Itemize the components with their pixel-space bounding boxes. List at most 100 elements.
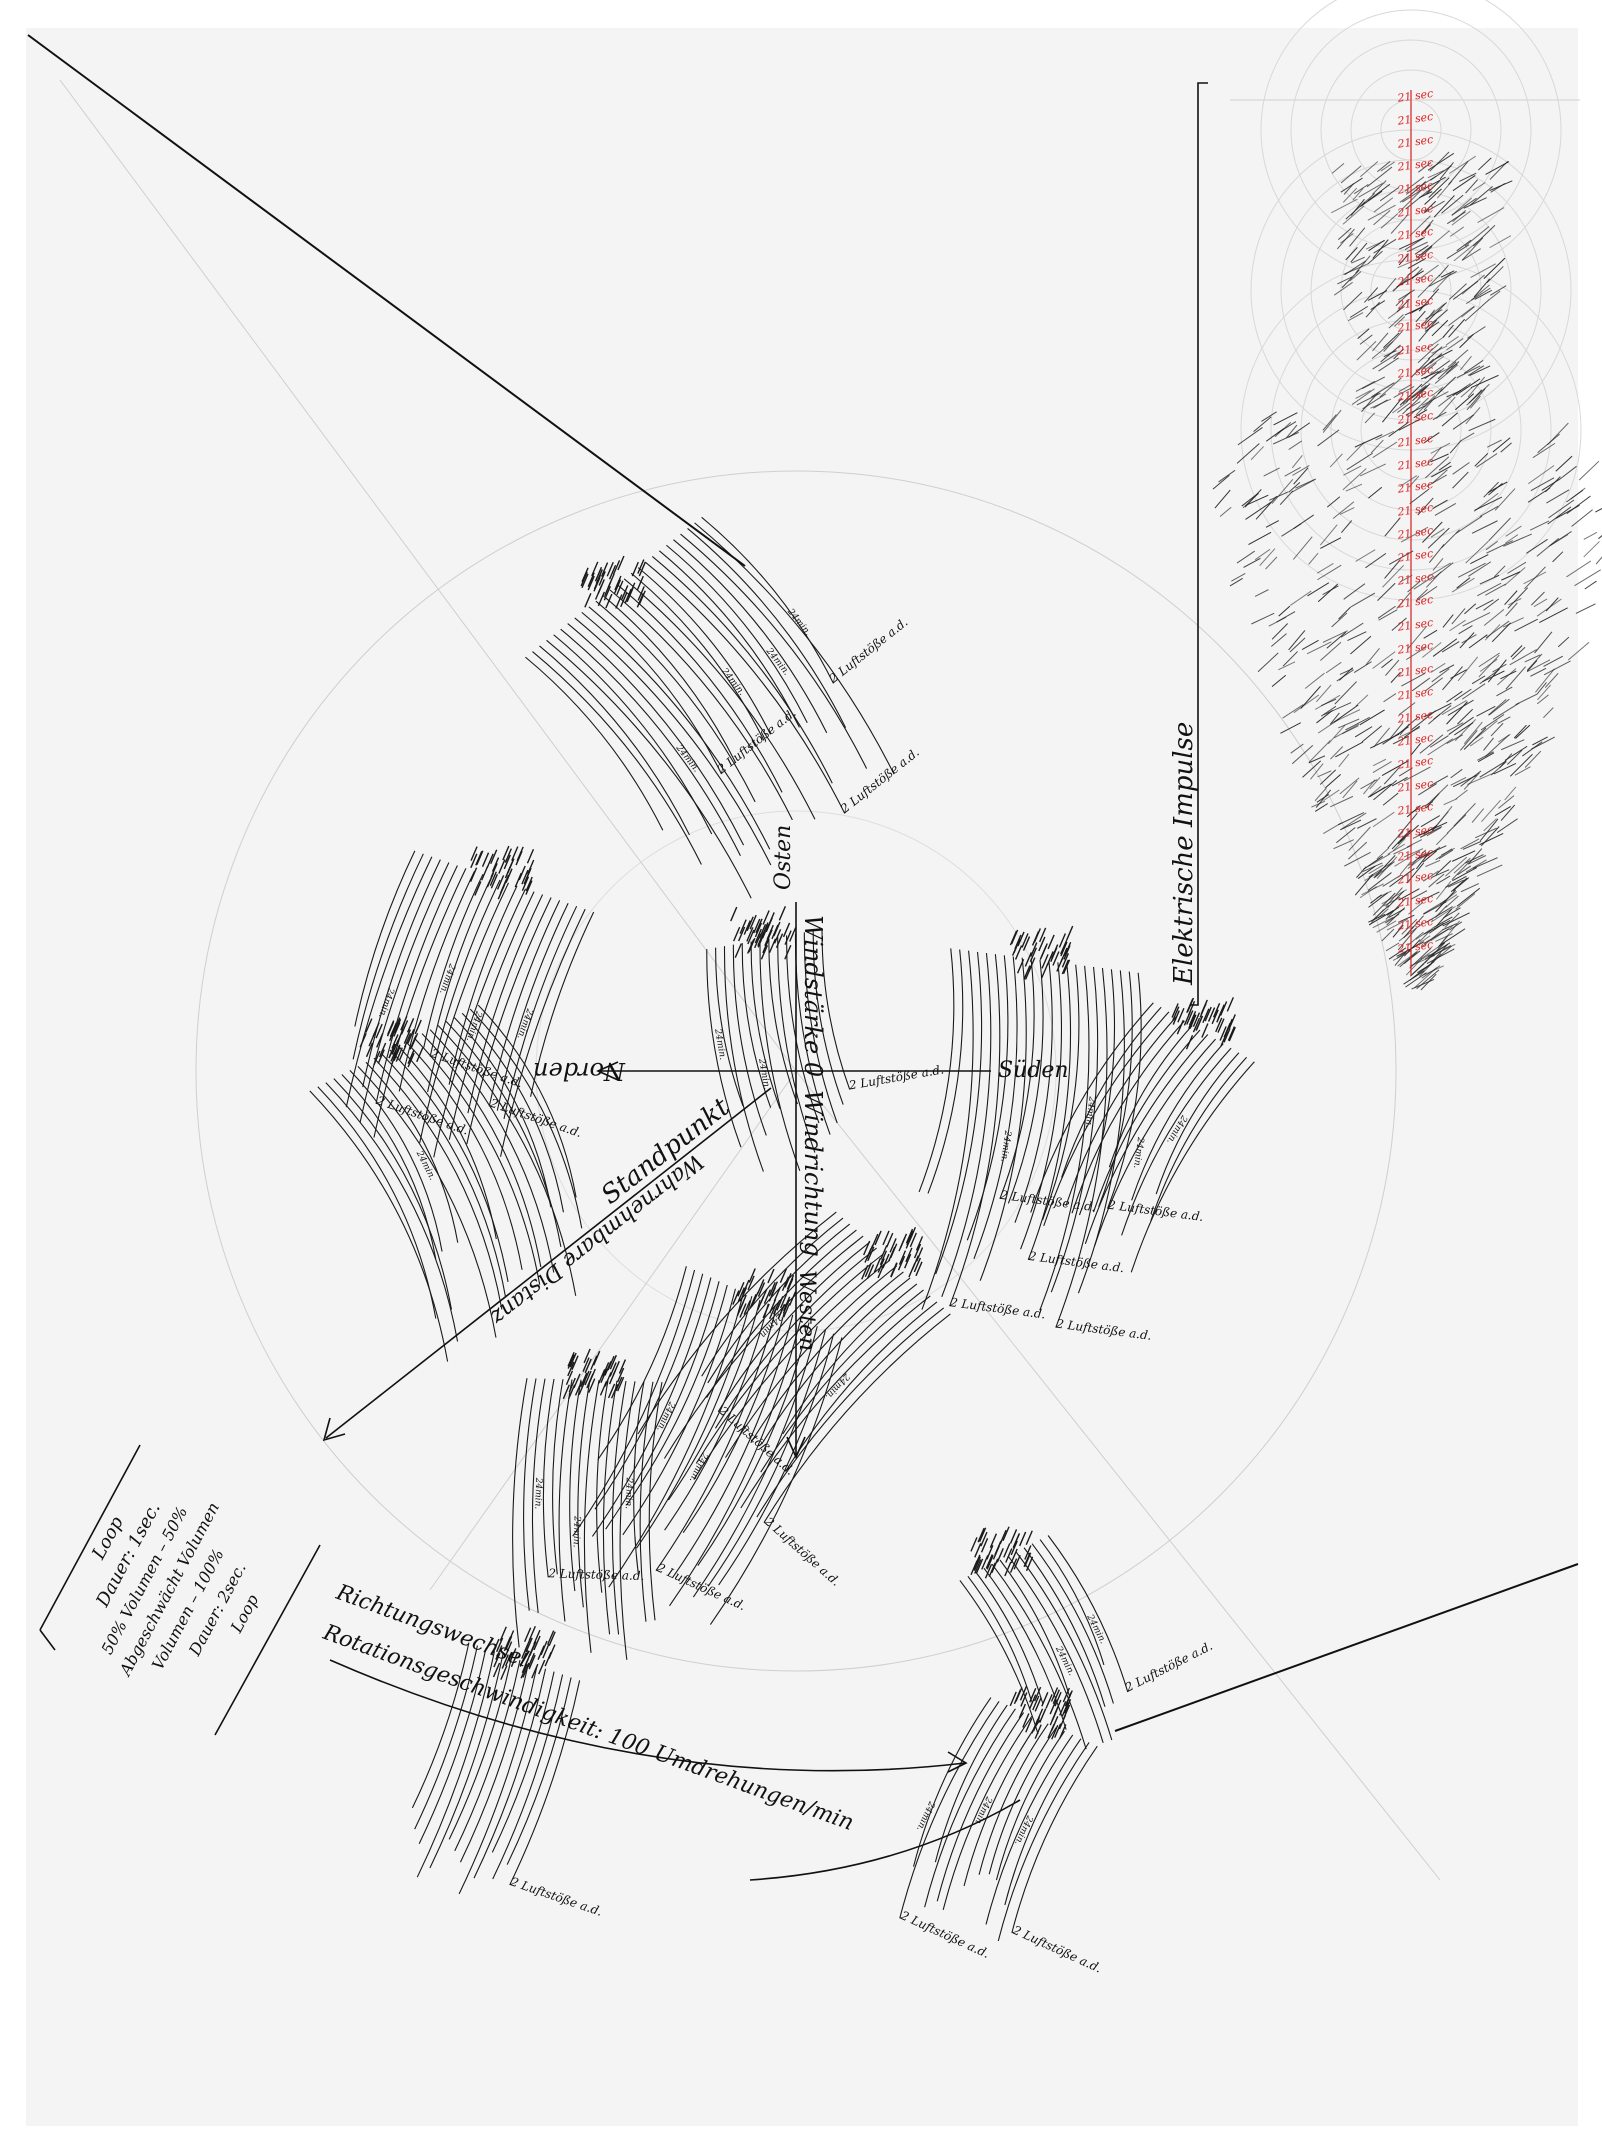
hatch-mark bbox=[1367, 204, 1396, 221]
hatch-mark bbox=[1271, 623, 1289, 640]
scribble-mark bbox=[889, 1238, 897, 1253]
scribble-mark bbox=[531, 1663, 539, 1679]
scribble-mark bbox=[1029, 947, 1038, 962]
hatch-mark bbox=[1541, 479, 1560, 491]
scribble-mark bbox=[525, 1637, 533, 1653]
hatch-mark bbox=[1439, 664, 1455, 673]
scribble-mark bbox=[913, 1243, 922, 1259]
hatch-mark bbox=[1427, 738, 1454, 756]
hatch-mark bbox=[1432, 499, 1448, 510]
hatch-mark bbox=[1452, 462, 1470, 475]
hatch-mark bbox=[1250, 446, 1265, 461]
hatch-mark bbox=[1428, 270, 1457, 287]
scribble-mark bbox=[882, 1230, 890, 1246]
wind-stroke bbox=[416, 1651, 495, 1878]
hatch-mark bbox=[1405, 646, 1427, 661]
hatch-mark bbox=[1351, 388, 1375, 405]
wind-stroke bbox=[341, 1074, 437, 1260]
hatch-mark bbox=[1387, 843, 1406, 855]
wind-stroke bbox=[715, 947, 744, 1107]
scribble-mark bbox=[1023, 965, 1031, 980]
wind-stroke bbox=[664, 1303, 769, 1531]
wind-stroke bbox=[918, 948, 955, 1193]
wind-stroke bbox=[1150, 1056, 1248, 1222]
scribble-mark bbox=[1039, 1708, 1047, 1723]
hatch-mark bbox=[1448, 160, 1469, 185]
guide-ray bbox=[429, 1070, 797, 1591]
scribble-mark bbox=[389, 1022, 398, 1038]
hatch-mark bbox=[1412, 963, 1425, 975]
hatch-mark bbox=[1402, 384, 1427, 405]
scribble-mark bbox=[1051, 1724, 1059, 1740]
hatch-mark bbox=[1419, 734, 1444, 754]
hatch-mark bbox=[1430, 662, 1446, 673]
hatch-mark bbox=[1413, 575, 1435, 590]
hatch-mark bbox=[1397, 950, 1419, 967]
wind-stroke bbox=[983, 1567, 1067, 1730]
scribble-mark bbox=[505, 1651, 513, 1667]
hatch-mark bbox=[1493, 565, 1506, 578]
scribble-mark bbox=[1176, 1019, 1184, 1035]
hatch-mark bbox=[1543, 707, 1554, 719]
red-impulse-label: 21 sec bbox=[1396, 800, 1434, 818]
scribble-mark bbox=[975, 1558, 984, 1574]
hatch-mark bbox=[1253, 416, 1272, 432]
hatch-mark bbox=[1435, 933, 1453, 942]
wind-stroke bbox=[588, 606, 723, 775]
scribble-mark bbox=[788, 1291, 797, 1306]
scribble-mark bbox=[501, 1654, 509, 1669]
hatch-mark bbox=[1470, 554, 1489, 565]
scribble-mark bbox=[1005, 1548, 1013, 1563]
hatch-mark bbox=[1460, 838, 1480, 850]
hatch-mark bbox=[1308, 755, 1326, 764]
scribble-mark bbox=[1014, 945, 1023, 960]
hatch-mark bbox=[1394, 316, 1406, 327]
hatch-mark bbox=[1478, 652, 1500, 668]
scribble-mark bbox=[416, 1047, 424, 1063]
hatch-mark bbox=[1511, 646, 1526, 660]
hatch-mark bbox=[1459, 729, 1478, 751]
hatch-mark bbox=[1300, 685, 1321, 709]
hatch-mark bbox=[1447, 699, 1474, 716]
hatch-mark bbox=[1546, 489, 1570, 504]
wind-stroke bbox=[658, 550, 800, 728]
scribble-mark bbox=[547, 1630, 555, 1645]
scribble-mark bbox=[581, 567, 589, 583]
wind-stroke bbox=[466, 897, 552, 1145]
hatch-mark bbox=[1362, 862, 1383, 873]
hatch-mark bbox=[1476, 864, 1503, 877]
hatch-mark bbox=[1370, 398, 1392, 409]
hatch-mark bbox=[1452, 414, 1475, 430]
hatch-mark bbox=[1429, 151, 1450, 172]
scribble-mark bbox=[1056, 957, 1064, 972]
scribble-mark bbox=[626, 587, 634, 603]
hatch-mark bbox=[1426, 562, 1451, 578]
scribble-mark bbox=[1024, 952, 1032, 967]
scribble-mark bbox=[516, 846, 524, 862]
hatch-mark bbox=[1361, 725, 1383, 743]
red-impulse-label: 21 sec bbox=[1396, 501, 1434, 519]
hatch-mark bbox=[1505, 666, 1526, 690]
hatch-mark bbox=[1402, 392, 1426, 415]
scribble-mark bbox=[737, 926, 746, 942]
wind-stroke bbox=[433, 888, 527, 1158]
wind-stroke bbox=[389, 1049, 509, 1283]
hatch-mark bbox=[1348, 841, 1368, 860]
hatch-mark bbox=[1461, 248, 1481, 261]
scribble-mark bbox=[1207, 1007, 1216, 1022]
hatch-mark bbox=[1338, 753, 1350, 768]
scribble-mark bbox=[529, 1641, 537, 1656]
wind-stroke bbox=[924, 1708, 1016, 1908]
scribble-mark bbox=[616, 580, 624, 596]
scribble-mark bbox=[594, 566, 603, 582]
hatch-mark bbox=[1451, 210, 1471, 226]
wind-stroke bbox=[692, 1326, 818, 1598]
hatch-mark bbox=[1442, 923, 1458, 931]
hatch-mark bbox=[1475, 599, 1494, 610]
hatch-mark bbox=[1488, 482, 1503, 496]
scribble-mark bbox=[1195, 1016, 1203, 1031]
hatch-mark bbox=[1427, 942, 1451, 958]
hatch-mark bbox=[1392, 735, 1409, 745]
scribble-mark bbox=[786, 1278, 794, 1293]
hatch-mark bbox=[1377, 605, 1396, 619]
